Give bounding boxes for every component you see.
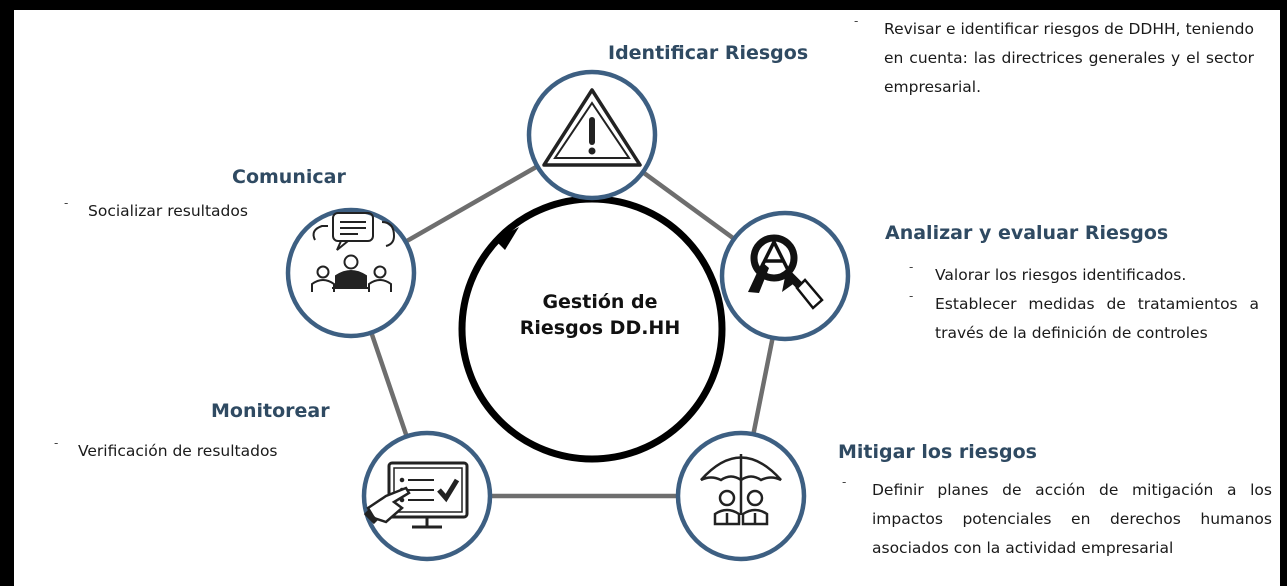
bullet-marker: -: [854, 14, 859, 28]
warning-icon: [542, 88, 642, 167]
bullet-marker: -: [54, 436, 59, 450]
bullet-identificar-1: - Revisar e identificar riesgos de DDHH,…: [854, 14, 1254, 102]
bullet-analizar-1: - Valorar los riesgos identificados.: [909, 260, 1259, 290]
process-cycle-diagram: [285, 69, 851, 562]
monitor-checklist-icon: [363, 461, 469, 529]
bullet-marker: -: [909, 260, 914, 274]
bullet-comunicar-1: - Socializar resultados: [64, 196, 304, 226]
umbrella-people-icon: [700, 454, 782, 526]
bullet-marker: -: [909, 289, 914, 303]
step-title-analizar: Analizar y evaluar Riesgos: [885, 222, 1169, 244]
bullet-text: Verificación de resultados: [78, 442, 278, 460]
diagram-frame: Gestión de Riesgos DD.HH Identificar Rie…: [14, 10, 1280, 586]
center-label-line2: Riesgos DD.HH: [519, 317, 681, 339]
step-title-comunicar: Comunicar: [232, 166, 346, 188]
center-label-line1: Gestión de: [542, 291, 658, 313]
bullet-mitigar-1: - Definir planes de acción de mitigación…: [842, 475, 1272, 563]
node-circle-monitorear: [361, 430, 493, 562]
bullet-analizar-2: - Establecer medidas de tratamientos a t…: [909, 289, 1259, 348]
step-title-mitigar: Mitigar los riesgos: [838, 441, 1037, 463]
bullet-text: Definir planes de acción de mitigación a…: [872, 481, 1272, 557]
bullet-text: Revisar e identificar riesgos de DDHH, t…: [884, 20, 1254, 96]
step-title-monitorear: Monitorear: [211, 400, 330, 422]
bullet-text: Valorar los riesgos identificados.: [935, 266, 1187, 284]
cycle-arrow-head: [495, 227, 519, 250]
meeting-speech-icon: [311, 212, 396, 292]
bullet-marker: -: [842, 475, 847, 489]
bullet-marker: -: [64, 196, 69, 210]
bullet-text: Establecer medidas de tratamientos a tra…: [935, 295, 1259, 342]
bullet-text: Socializar resultados: [88, 202, 248, 220]
magnifier-analysis-icon: [748, 234, 824, 310]
bullet-monitorear-1: - Verificación de resultados: [54, 436, 354, 466]
step-title-identificar: Identificar Riesgos: [608, 42, 809, 64]
center-label: Gestión de Riesgos DD.HH: [500, 289, 700, 341]
